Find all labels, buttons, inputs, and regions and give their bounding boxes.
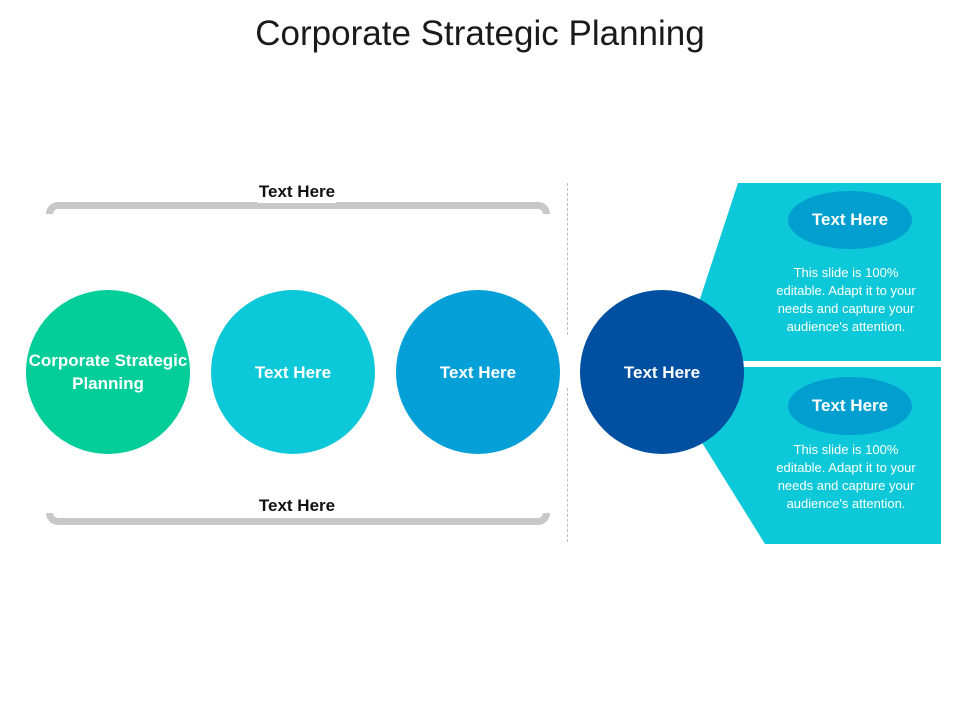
upper-divider <box>567 183 568 335</box>
circle-3-label: Text Here <box>439 362 517 382</box>
lower-divider <box>567 388 568 542</box>
bottom-bracket <box>46 513 550 525</box>
circle-4-label: Text Here <box>623 362 701 382</box>
circle-step-4: Text Here <box>580 290 744 454</box>
lower-panel-body: This slide is 100% editable. Adapt it to… <box>776 442 916 511</box>
slide-title: Corporate Strategic Planning <box>255 14 705 53</box>
circle-2-label: Text Here <box>254 362 332 382</box>
lower-panel-heading: Text Here <box>788 377 912 435</box>
upper-panel-heading-text: Text Here <box>811 210 889 229</box>
top-bracket-label: Text Here <box>258 180 336 203</box>
lower-panel-heading-text: Text Here <box>811 396 889 415</box>
circle-step-3: Text Here <box>396 290 560 454</box>
circle-corporate-strategic-planning: Corporate Strategic Planning <box>26 290 190 454</box>
upper-panel-body: This slide is 100% editable. Adapt it to… <box>776 265 916 334</box>
bottom-bracket-label: Text Here <box>258 494 336 517</box>
circle-1-label: Corporate Strategic Planning <box>28 351 188 393</box>
top-bracket <box>46 202 550 214</box>
upper-panel-heading: Text Here <box>788 191 912 249</box>
circle-step-2: Text Here <box>211 290 375 454</box>
